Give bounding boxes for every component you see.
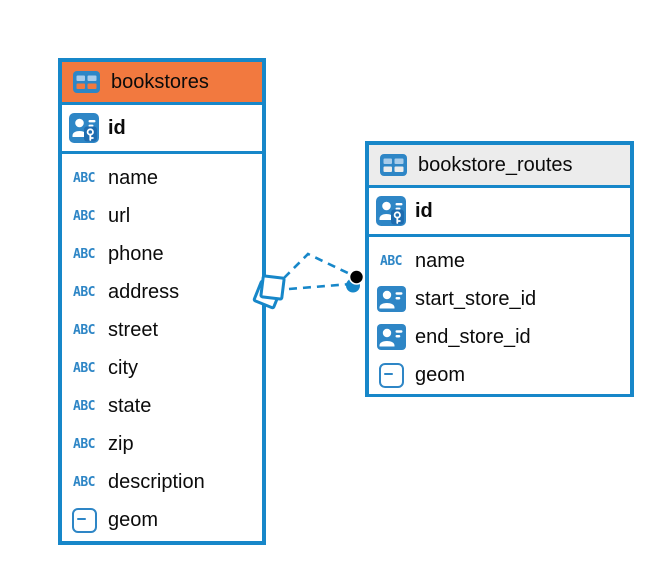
column-row-id[interactable]: id: [62, 105, 262, 154]
text-type-icon: ABC: [73, 208, 95, 224]
column-row-state[interactable]: ABC state: [62, 387, 262, 425]
table-title: bookstore_routes: [418, 153, 573, 176]
column-label: start_store_id: [415, 287, 537, 310]
column-row-id[interactable]: id: [369, 188, 630, 237]
column-row-city[interactable]: ABC city: [62, 349, 262, 387]
column-label: zip: [108, 432, 134, 455]
column-row-geom[interactable]: geom: [369, 356, 630, 394]
geometry-type-icon: [71, 507, 97, 533]
column-label: name: [108, 166, 159, 189]
column-label: city: [108, 356, 138, 379]
text-type-icon: ABC: [73, 170, 95, 186]
relation-target-marker[interactable]: [346, 269, 365, 293]
reference-icon: [375, 286, 407, 312]
text-type-icon: ABC: [73, 246, 95, 262]
column-label: geom: [108, 508, 159, 531]
reference-icon: [376, 324, 406, 350]
column-row-phone[interactable]: ABC phone: [62, 235, 262, 273]
table-header-bookstore_routes[interactable]: bookstore_routes: [369, 145, 630, 188]
text-type-icon: ABC: [73, 360, 95, 376]
column-row-address[interactable]: ABC address: [62, 273, 262, 311]
geometry-type-icon: [378, 362, 404, 388]
table-icon: [377, 154, 409, 176]
column-row-start_store_id[interactable]: start_store_id: [369, 280, 630, 318]
column-label: phone: [108, 242, 164, 265]
text-type-icon: ABC: [73, 284, 95, 300]
column-row-url[interactable]: ABC url: [62, 197, 262, 235]
table-icon: [379, 154, 407, 176]
column-label: url: [108, 204, 131, 227]
table-icon: [70, 71, 102, 93]
column-label: state: [108, 394, 152, 417]
column-label: id: [415, 199, 433, 222]
column-label: geom: [415, 363, 466, 386]
column-label: end_store_id: [415, 325, 531, 348]
column-label: description: [108, 470, 205, 493]
column-row-description[interactable]: ABC description: [62, 463, 262, 501]
column-label: name: [415, 249, 466, 272]
primary-key-icon: [68, 113, 100, 143]
text-type-icon: ABC: [73, 436, 95, 452]
table-header-bookstores[interactable]: bookstores: [62, 62, 262, 105]
primary-key-icon: [375, 196, 407, 226]
column-label: address: [108, 280, 180, 303]
column-row-zip[interactable]: ABC zip: [62, 425, 262, 463]
text-type-icon: ABC: [380, 253, 402, 269]
column-row-name[interactable]: ABC name: [62, 159, 262, 197]
reference-icon: [376, 286, 406, 312]
text-type-icon: ABC: [73, 398, 95, 414]
column-label: id: [108, 116, 126, 139]
column-row-name[interactable]: ABC name: [369, 242, 630, 280]
reference-icon: [375, 324, 407, 350]
text-type-icon: ABC: [73, 474, 95, 490]
primary-key-icon: [376, 196, 406, 226]
column-label: street: [108, 318, 159, 341]
primary-key-icon: [69, 113, 99, 143]
column-row-geom[interactable]: geom: [62, 501, 262, 539]
column-row-end_store_id[interactable]: end_store_id: [369, 318, 630, 356]
column-row-street[interactable]: ABC street: [62, 311, 262, 349]
text-type-icon: ABC: [73, 322, 95, 338]
table-title: bookstores: [111, 70, 209, 93]
table-icon: [72, 71, 100, 93]
